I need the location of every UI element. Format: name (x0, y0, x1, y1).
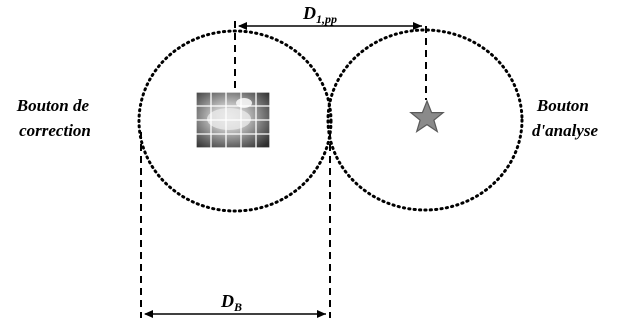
svg-text:Bouton d'analyse: Bouton d'analyse (532, 96, 599, 140)
svg-text:DB: DB (220, 291, 242, 314)
thermal-image-grid-icon (196, 92, 270, 148)
star-icon (411, 101, 443, 132)
left-label-line2: correction (19, 121, 91, 140)
bottom-dimension-label-main: D (220, 291, 234, 311)
svg-text:D1,pp: D1,pp (302, 3, 337, 26)
top-dimension-label-main: D (302, 3, 316, 23)
left-label-line1: Bouton de (16, 96, 90, 115)
right-label-line2: d'analyse (532, 121, 599, 140)
bottom-dimension-label-sub: B (233, 300, 242, 314)
top-dimension-label-sub: 1,pp (316, 12, 337, 26)
svg-text:Bouton de correction: Bouton de correction (16, 96, 94, 140)
right-label-line1: Bouton (536, 96, 589, 115)
